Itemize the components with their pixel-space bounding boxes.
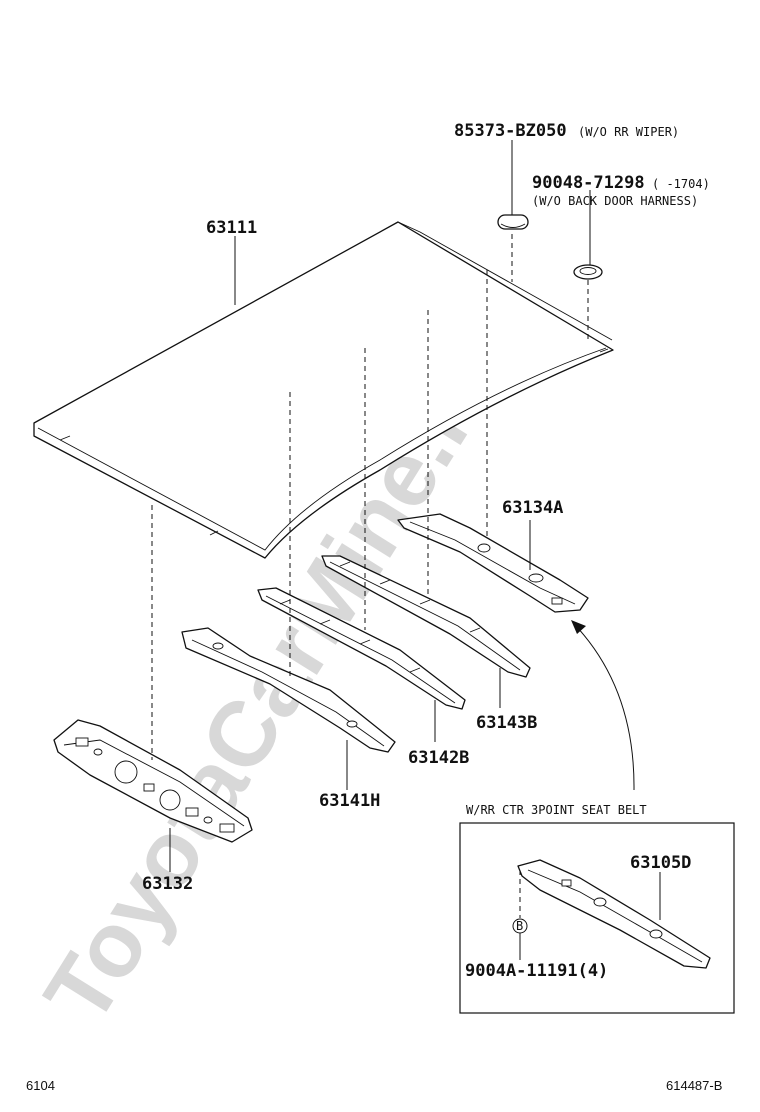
- roof-reinforcement-front: [181, 627, 396, 753]
- front-header-rail: [53, 719, 253, 843]
- inset-reference-arrow: [571, 620, 635, 791]
- label-85373: 85373-BZ050: [454, 121, 567, 141]
- note-90048-range: ( -1704): [652, 177, 710, 191]
- label-90048: 90048-71298: [532, 173, 645, 193]
- label-63143b: 63143B: [476, 713, 537, 733]
- note-85373: (W/O RR WIPER): [578, 125, 679, 139]
- inset-title: W/RR CTR 3POINT SEAT BELT: [466, 803, 647, 817]
- label-63105d: 63105D: [630, 853, 691, 873]
- alignment-lines: [151, 234, 589, 918]
- label-63111: 63111: [206, 218, 257, 238]
- rear-header-rail: [397, 513, 589, 613]
- label-63141h: 63141H: [319, 791, 380, 811]
- roof-reinforcement-center: [257, 587, 466, 710]
- inset-box: W/RR CTR 3POINT SEAT BELT B 63105D 9004A…: [459, 803, 735, 1014]
- label-63142b: 63142B: [408, 748, 469, 768]
- center-seatbelt-rail: [517, 859, 711, 969]
- label-63132: 63132: [142, 874, 193, 894]
- ref-marker-label: B: [516, 919, 523, 933]
- label-63134a: 63134A: [502, 498, 563, 518]
- label-bolt: 9004A-11191(4): [465, 961, 608, 981]
- grommet-part: [573, 264, 603, 280]
- note-90048: (W/O BACK DOOR HARNESS): [532, 194, 698, 208]
- roof-reinforcement-rear: [321, 555, 531, 678]
- footer-right-code: 614487-B: [666, 1078, 722, 1093]
- plug-part: [497, 214, 529, 230]
- ref-marker-b: B: [512, 918, 528, 934]
- leader-lines: [169, 140, 661, 960]
- roof-panel: [33, 221, 614, 559]
- footer-left-code: 6104: [26, 1078, 55, 1093]
